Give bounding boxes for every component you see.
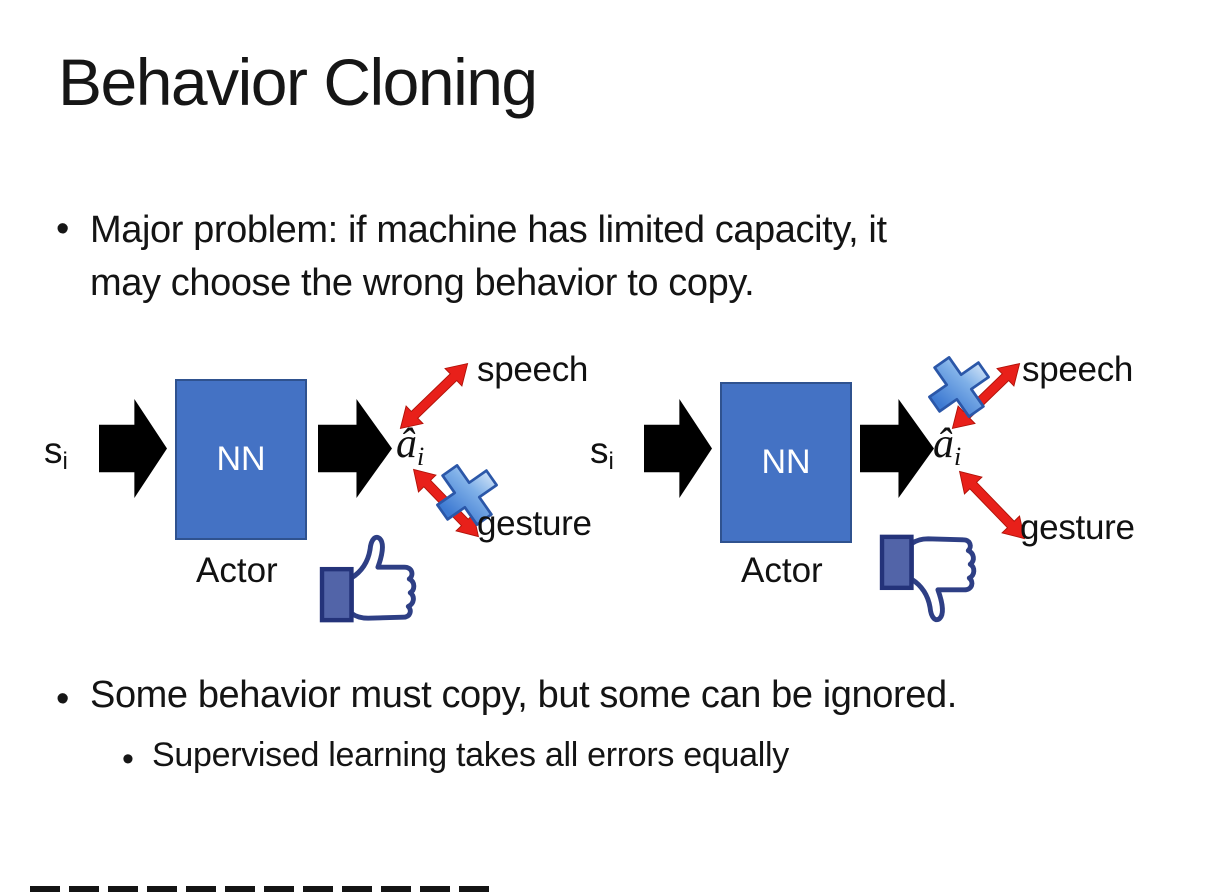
bullet-text-supervised: Supervised learning takes all errors equ… bbox=[152, 736, 789, 774]
cut-off-content-strip bbox=[30, 886, 492, 892]
bullet-text-some-behavior: Some behavior must copy, but some can be… bbox=[90, 674, 957, 716]
gesture-double-arrow-icon bbox=[949, 461, 1036, 550]
nn-box: NN bbox=[175, 379, 307, 540]
bullet-line: Major problem: if machine has limited ca… bbox=[90, 209, 887, 251]
nn-label: NN bbox=[761, 443, 811, 481]
bullet-line: may choose the wrong behavior to copy. bbox=[90, 262, 755, 304]
input-label: si bbox=[44, 430, 68, 475]
bullet-marker: • bbox=[122, 740, 134, 778]
bullet-text-major-problem: Major problem: if machine has limited ca… bbox=[90, 204, 1130, 310]
input-arrow-icon bbox=[99, 399, 167, 498]
page-title: Behavior Cloning bbox=[58, 45, 538, 119]
nn-box: NN bbox=[720, 382, 852, 543]
gesture-label: gesture bbox=[477, 504, 592, 543]
gesture-label: gesture bbox=[1020, 508, 1135, 547]
bullet-marker: • bbox=[56, 208, 70, 250]
bullet-marker: • bbox=[56, 678, 70, 720]
thumbs-up-icon bbox=[318, 527, 428, 627]
input-label: si bbox=[590, 430, 614, 475]
actor-label: Actor bbox=[196, 551, 278, 590]
input-arrow-icon bbox=[644, 399, 712, 498]
output-label: âi bbox=[933, 421, 962, 471]
speech-label: speech bbox=[1022, 350, 1134, 389]
speech-double-arrow-icon bbox=[388, 351, 479, 441]
output-arrow-icon bbox=[318, 399, 392, 498]
speech-label: speech bbox=[477, 350, 589, 389]
cross-out-x-icon bbox=[920, 348, 999, 427]
actor-label: Actor bbox=[741, 551, 823, 590]
cross-out-x-icon bbox=[428, 456, 507, 535]
output-label: âi bbox=[396, 421, 425, 471]
thumbs-down-icon bbox=[878, 530, 988, 630]
nn-label: NN bbox=[216, 440, 266, 478]
